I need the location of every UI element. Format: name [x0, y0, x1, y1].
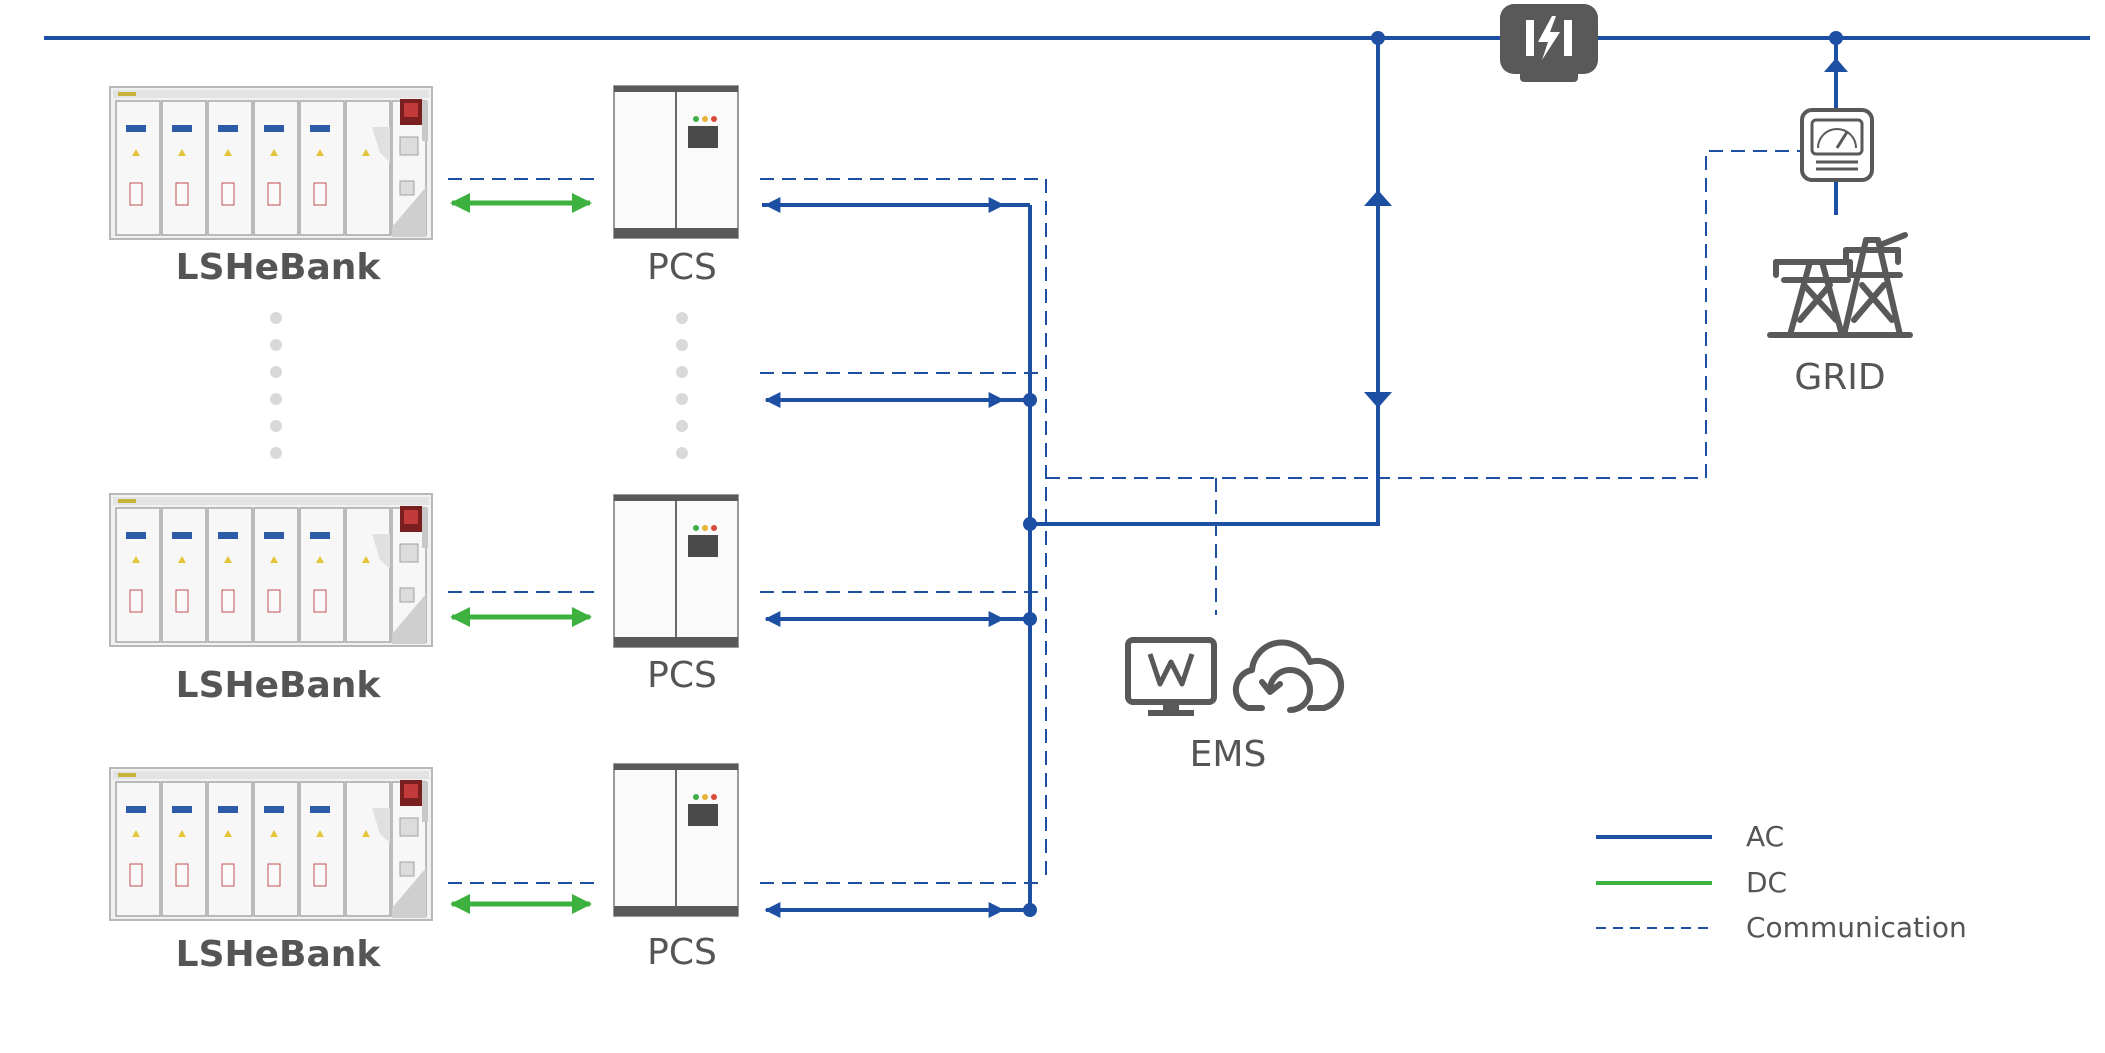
- pcs-cabinet-icon: [613, 494, 739, 648]
- pcs-unit-2: PCS: [613, 494, 739, 696]
- legend-item-dc: DC: [1596, 866, 1787, 899]
- grid-label: GRID: [1794, 357, 1885, 398]
- comm-to-meter: [1046, 150, 1800, 479]
- battery-label: LSHeBank: [176, 934, 382, 975]
- monitor-icon: [1125, 637, 1217, 716]
- pcs-unit-1: PCS: [613, 85, 739, 288]
- battery-label: LSHeBank: [176, 247, 382, 288]
- battery-label: LSHeBank: [176, 665, 382, 706]
- junction-dots: [1023, 31, 1843, 917]
- ac-riser-arrows: [1364, 58, 1848, 408]
- battery-unit-2: LSHeBank: [109, 493, 433, 706]
- battery-unit-3: LSHeBank: [109, 767, 433, 975]
- legend-label: DC: [1746, 866, 1787, 899]
- pcs-ellipsis: [676, 312, 688, 459]
- battery-ellipsis: [270, 312, 282, 459]
- battery-container-icon: [109, 493, 433, 647]
- pcs-label: PCS: [647, 655, 717, 696]
- cloud-sync-icon: [1232, 639, 1345, 713]
- pcs-cabinet-icon: [613, 85, 739, 239]
- ems-label: EMS: [1190, 734, 1267, 775]
- battery-container-icon: [109, 767, 433, 921]
- battery-unit-1: LSHeBank: [109, 86, 433, 288]
- pcs-label: PCS: [647, 247, 717, 288]
- dc-lines: [450, 193, 592, 914]
- battery-container-icon: [109, 86, 433, 240]
- breaker-icon: [1500, 4, 1598, 82]
- legend-label: Communication: [1746, 911, 1967, 944]
- ac-to-main-bus: [1030, 38, 1380, 526]
- meter-icon: [1800, 108, 1874, 182]
- legend: AC DC Communication: [1596, 820, 1967, 944]
- legend-item-communication: Communication: [1596, 911, 1967, 944]
- pcs-cabinet-icon: [613, 763, 739, 917]
- legend-item-ac: AC: [1596, 820, 1784, 853]
- transmission-tower-icon: [1767, 232, 1913, 338]
- legend-label: AC: [1746, 820, 1784, 853]
- pcs-unit-3: PCS: [613, 763, 739, 973]
- pcs-label: PCS: [647, 932, 717, 973]
